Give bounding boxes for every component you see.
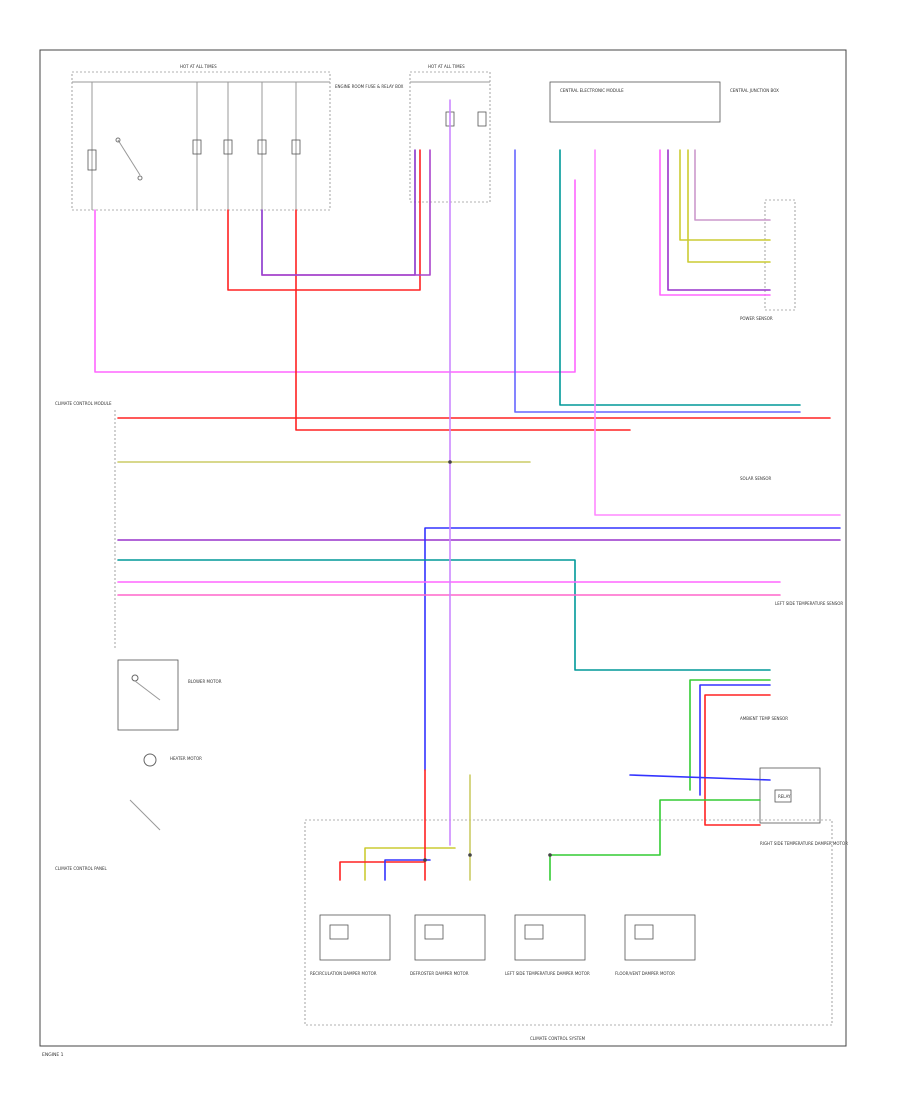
svg-text:RELAY: RELAY xyxy=(778,794,791,799)
svg-text:ENGINE ROOM FUSE & RELAY BOX: ENGINE ROOM FUSE & RELAY BOX xyxy=(335,84,404,89)
svg-text:CLIMATE CONTROL PANEL: CLIMATE CONTROL PANEL xyxy=(55,866,108,871)
svg-text:HOT AT ALL TIMES: HOT AT ALL TIMES xyxy=(428,64,465,69)
svg-text:DEFROSTER DAMPER MOTOR: DEFROSTER DAMPER MOTOR xyxy=(410,971,469,976)
footer-note: ENGINE 1 xyxy=(42,1052,64,1058)
ambient-sensor-label: AMBIENT TEMP SENSOR xyxy=(740,716,788,721)
svg-text:CENTRAL JUNCTION BOX: CENTRAL JUNCTION BOX xyxy=(730,88,779,93)
svg-text:CLIMATE CONTROL SYSTEM: CLIMATE CONTROL SYSTEM xyxy=(530,1036,586,1041)
climate-control-module: CLIMATE CONTROL MODULE xyxy=(55,401,116,650)
damper-motors: CLIMATE CONTROL SYSTEM RECIRCULATION DAM… xyxy=(304,819,833,1041)
svg-text:CLIMATE CONTROL MODULE: CLIMATE CONTROL MODULE xyxy=(55,401,112,406)
junctions xyxy=(423,460,552,862)
svg-text:HEATER MOTOR: HEATER MOTOR xyxy=(170,756,202,761)
svg-text:POWER SENSOR: POWER SENSOR xyxy=(740,316,773,321)
wires xyxy=(94,99,841,881)
temp-sensor-left-label: LEFT SIDE TEMPERATURE SENSOR xyxy=(775,601,843,606)
blower-motor: BLOWER MOTOR xyxy=(117,659,222,731)
diagram-frame xyxy=(39,49,847,1047)
fuse-box-top-left: HOT AT ALL TIMES ENGINE ROOM FUSE & RELA… xyxy=(71,64,404,211)
central-electronic-module: CENTRAL ELECTRONIC MODULE CENTRAL JUNCTI… xyxy=(549,81,779,123)
svg-text:RIGHT SIDE TEMPERATURE DAMPER: RIGHT SIDE TEMPERATURE DAMPER MOTOR xyxy=(760,841,848,846)
svg-text:CENTRAL ELECTRONIC MODULE: CENTRAL ELECTRONIC MODULE xyxy=(560,88,624,93)
svg-text:BLOWER MOTOR: BLOWER MOTOR xyxy=(188,679,222,684)
svg-text:HOT AT ALL TIMES: HOT AT ALL TIMES xyxy=(180,64,217,69)
svg-text:FLOOR/VENT DAMPER MOTOR: FLOOR/VENT DAMPER MOTOR xyxy=(615,971,675,976)
svg-text:LEFT SIDE TEMPERATURE DAMPER M: LEFT SIDE TEMPERATURE DAMPER MOTOR xyxy=(505,971,590,976)
sun-sensor-label: SOLAR SENSOR xyxy=(740,476,772,481)
heater-motor: HEATER MOTOR CLIMATE CONTROL PANEL xyxy=(55,753,202,871)
svg-text:RECIRCULATION DAMPER MOTOR: RECIRCULATION DAMPER MOTOR xyxy=(310,971,377,976)
power-sensor: POWER SENSOR xyxy=(740,199,796,321)
relay: RELAY RIGHT SIDE TEMPERATURE DAMPER MOTO… xyxy=(759,767,848,846)
